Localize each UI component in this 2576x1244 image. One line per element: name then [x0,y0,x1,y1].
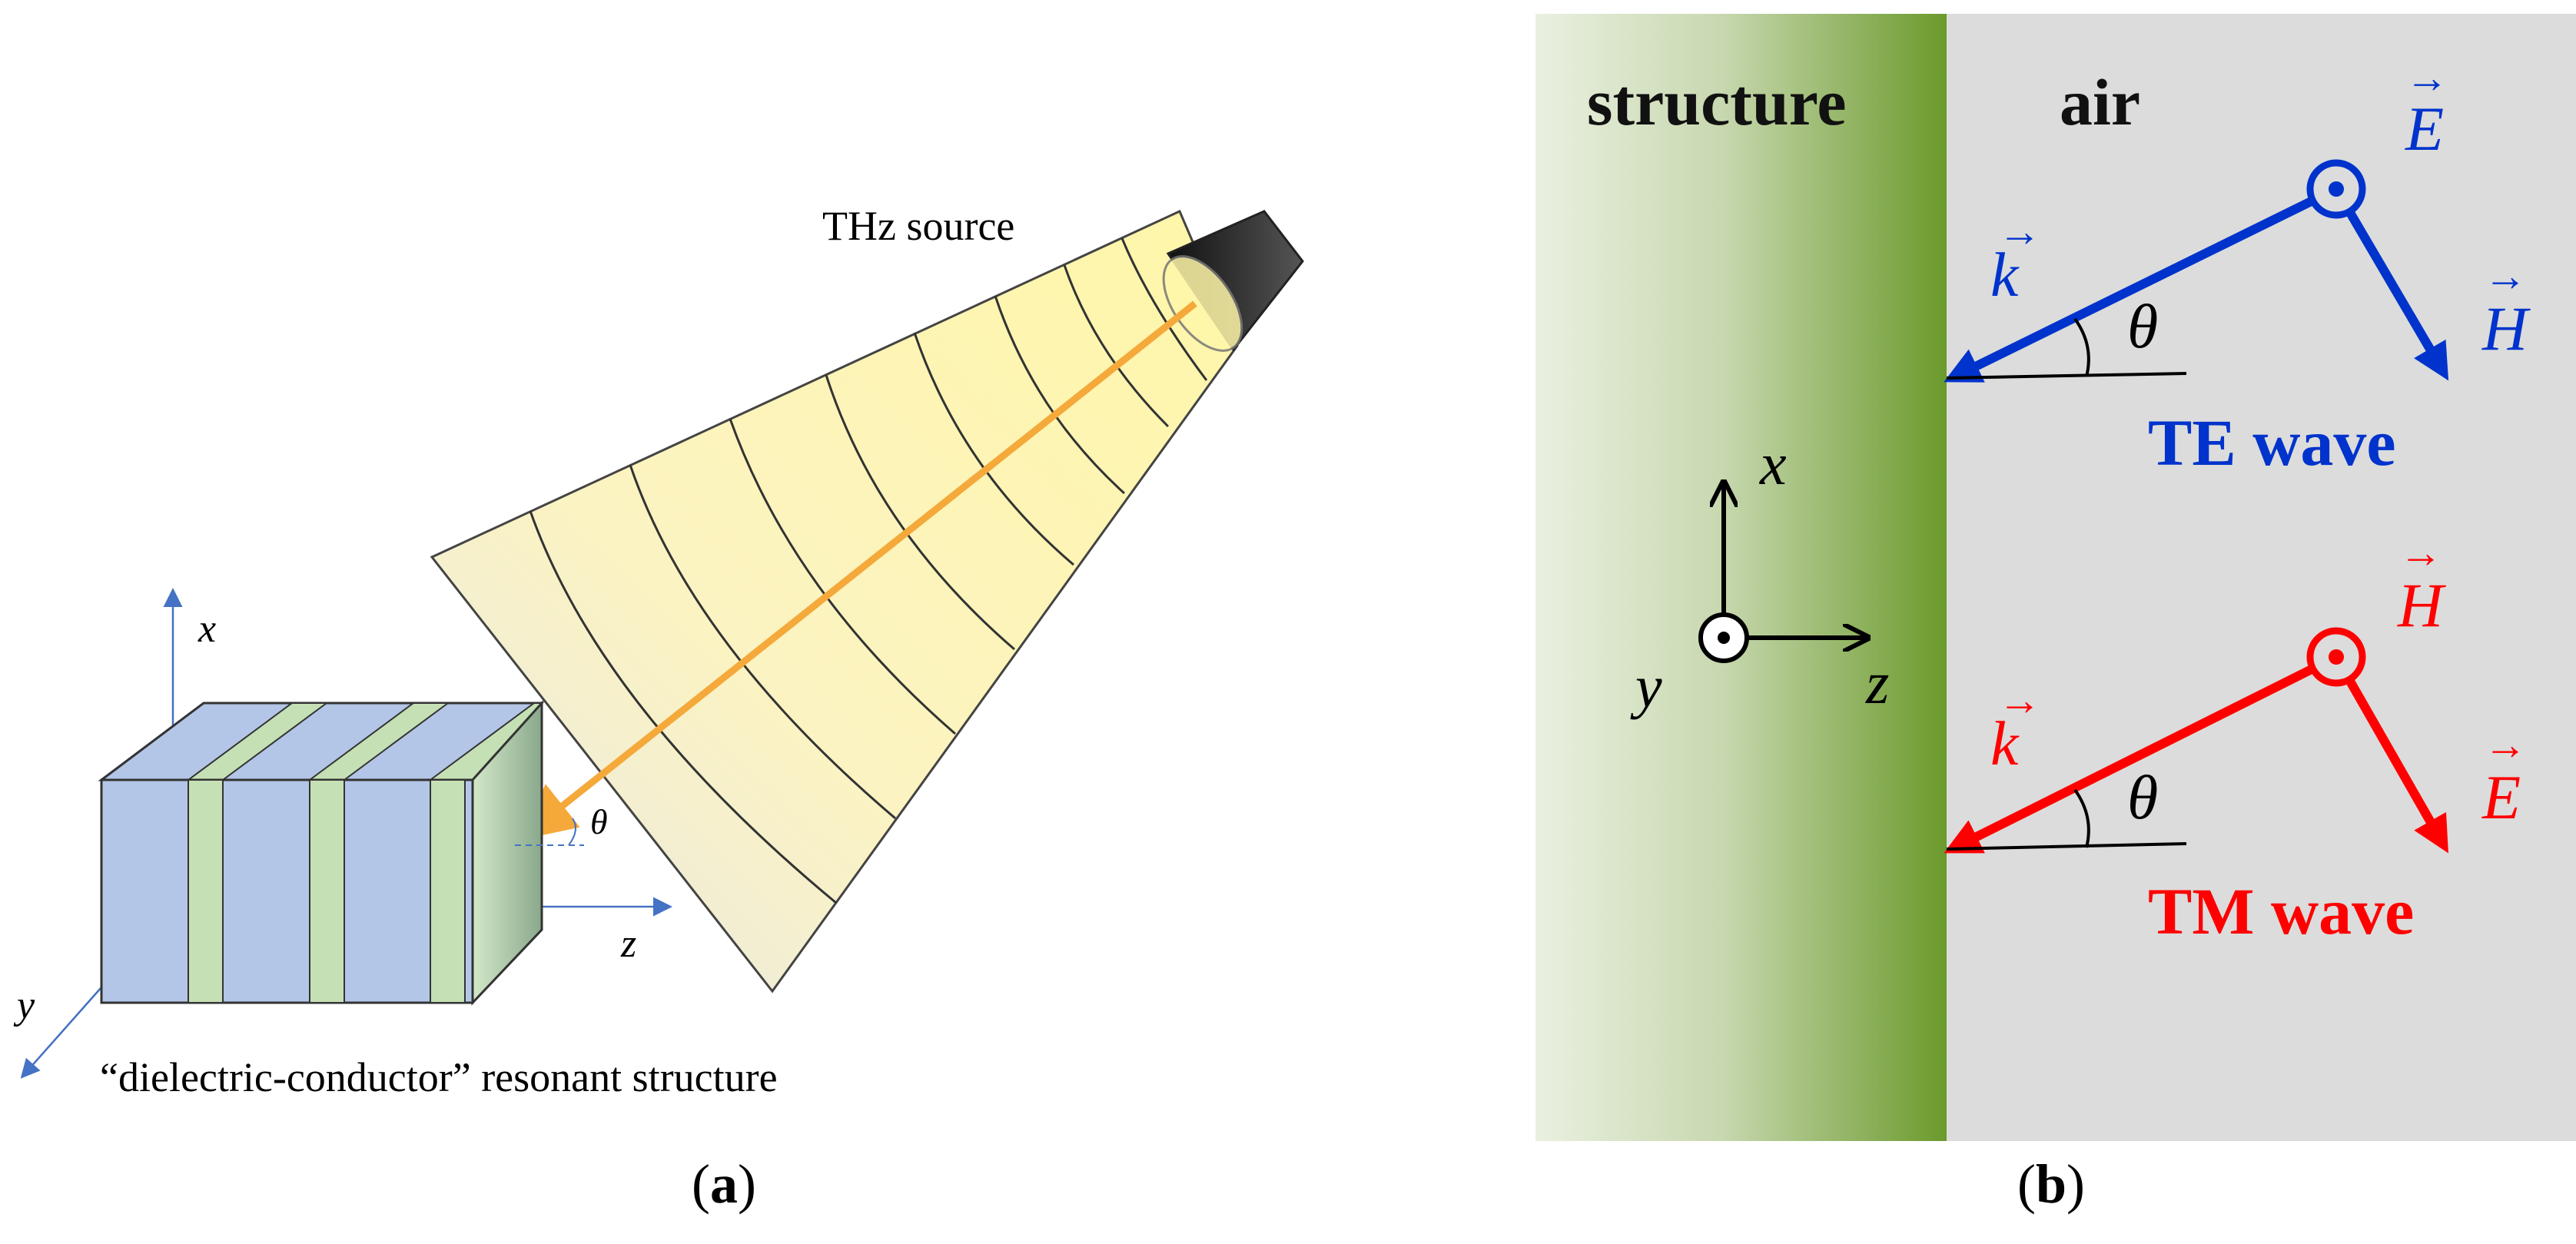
tm-angle-label: θ [2127,762,2158,832]
axis-z-label-a: z [620,922,636,966]
resonant-structure-block [98,700,545,1006]
structure-region-label: structure [1587,65,1847,139]
axes-b [1698,484,1866,663]
te-e-label: E [2405,94,2444,164]
tm-h-vector-icon: → [2399,529,2442,577]
thz-beam-cone [430,209,1239,994]
air-region-label: air [2060,65,2140,139]
te-wave [1944,159,2449,383]
axis-y-label-b: y [1630,653,1662,720]
wavefronts [529,237,1208,904]
te-h-label: H [2481,294,2531,363]
structure-region [1535,14,1947,1141]
tm-wave [1944,627,2448,854]
structure-caption: “dielectric-conductor” resonant structur… [100,1054,778,1100]
panel-b-letter: b [2035,1153,2067,1215]
panel-a-label: (a) [692,1153,756,1215]
te-e-vector-icon: → [2405,55,2448,102]
angle-label-a: θ [590,802,608,841]
tm-e-vector-icon: → [2484,722,2527,769]
panel-a: θ x z y THz source “dielectric-conductor… [13,203,1304,1100]
propagation-arrow [519,300,1197,841]
axis-x-label-a: x [198,607,216,651]
te-angle-label: θ [2127,291,2158,361]
te-k-label: k [1990,240,2020,310]
tm-k-label: k [1990,708,2020,778]
tm-h-label: H [2397,570,2446,640]
tm-k-vector-icon: → [1998,677,2041,725]
air-region [1947,14,2576,1141]
axis-x-label-b: x [1759,430,1787,497]
panel-b: structure air x y z k → θ E → H → TE wav… [1535,14,2576,1141]
tm-wave-title: TM wave [2148,874,2414,948]
tm-e-label: E [2481,762,2521,832]
axis-y-label-a: y [13,984,35,1027]
angle-indicator-a [515,818,584,846]
te-k-vector-icon: → [1998,208,2041,256]
panel-a-letter: a [709,1153,738,1215]
panel-b-label: (b) [2017,1153,2086,1215]
te-h-vector-icon: → [2484,253,2527,300]
te-wave-title: TE wave [2148,406,2396,479]
thz-source-label: THz source [822,203,1014,249]
axis-z-label-b: z [1865,649,1889,716]
